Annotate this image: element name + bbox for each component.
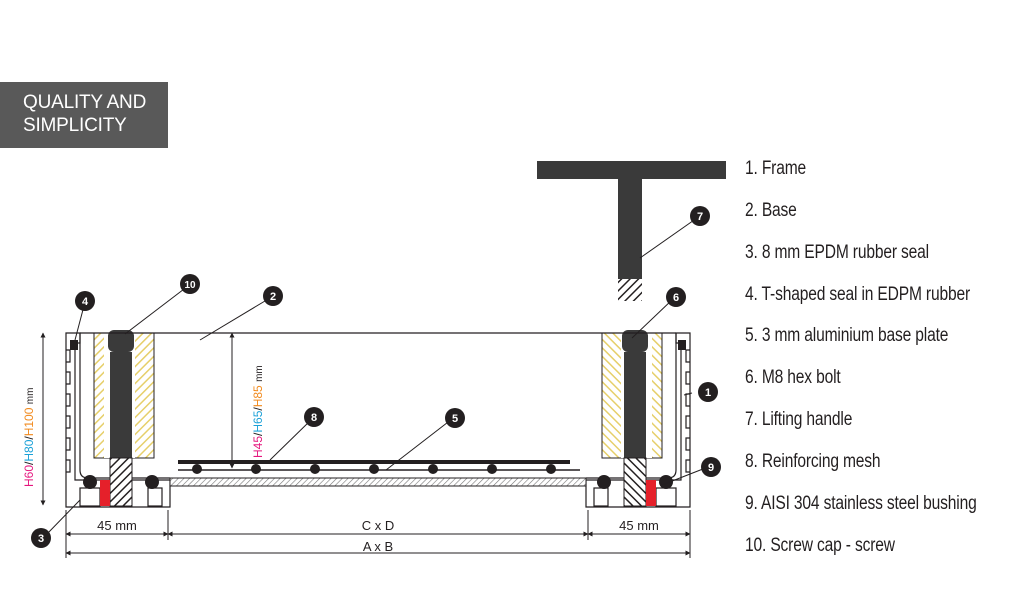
outer-height-h1: H60 bbox=[22, 465, 36, 487]
legend-item-base: 2. Base bbox=[745, 200, 797, 221]
left-hatched-block bbox=[70, 330, 159, 507]
left-width-label: 45 mm bbox=[97, 518, 137, 533]
callout-markers: 1 2 3 4 5 6 7 8 9 10 bbox=[31, 206, 721, 548]
legend-item-base-plate: 5. 3 mm aluminium base plate bbox=[745, 325, 949, 346]
callout-3: 3 bbox=[31, 528, 51, 548]
callout-9: 9 bbox=[701, 457, 721, 477]
legend-item-frame: 1. Frame bbox=[745, 158, 807, 179]
callout-9-label: 9 bbox=[708, 462, 714, 474]
callout-1-label: 1 bbox=[705, 387, 711, 399]
legend-item-t-seal: 4. T-shaped seal in EDPM rubber bbox=[745, 284, 970, 305]
inner-height-h3: H85 bbox=[251, 385, 265, 407]
callout-6: 6 bbox=[666, 287, 686, 307]
outer-height-unit: mm bbox=[25, 388, 36, 405]
lifting-handle bbox=[537, 161, 726, 301]
dimension-labels: 45 mm C x D 45 mm A x B bbox=[97, 518, 659, 554]
callout-3-label: 3 bbox=[38, 533, 44, 545]
banner-title-line-2: SIMPLICITY bbox=[23, 115, 127, 136]
inner-height-h2: H65 bbox=[251, 410, 265, 432]
callout-5: 5 bbox=[445, 408, 465, 428]
inner-size-label: C x D bbox=[362, 518, 395, 533]
inner-height-h1: H45 bbox=[251, 436, 265, 458]
legend-item-epdm-seal: 3. 8 mm EPDM rubber seal bbox=[745, 242, 929, 263]
legend-item-bushing: 9. AISI 304 stainless steel bushing bbox=[745, 493, 977, 514]
outer-height-h2: H80 bbox=[22, 439, 36, 461]
banner-title-line-1: QUALITY AND bbox=[23, 92, 147, 113]
title-banner: QUALITY AND SIMPLICITY bbox=[0, 82, 168, 148]
callout-6-label: 6 bbox=[673, 292, 679, 304]
outer-height-h3: H100 bbox=[22, 407, 36, 436]
callout-2-label: 2 bbox=[270, 291, 276, 303]
callout-10-label: 10 bbox=[184, 280, 196, 291]
callout-7-label: 7 bbox=[697, 211, 703, 223]
inner-height-label: H45/H65/H85 mm bbox=[251, 365, 265, 458]
callout-5-label: 5 bbox=[452, 413, 458, 425]
callout-1: 1 bbox=[698, 382, 718, 402]
base-plate bbox=[169, 460, 587, 487]
callout-8: 8 bbox=[304, 407, 324, 427]
right-frame bbox=[585, 330, 691, 508]
legend-item-reinforcing-mesh: 8. Reinforcing mesh bbox=[745, 451, 881, 472]
outer-height-label: H60/H80/H100 mm bbox=[22, 388, 36, 487]
right-width-label: 45 mm bbox=[619, 518, 659, 533]
legend-item-lifting-handle: 7. Lifting handle bbox=[745, 409, 853, 430]
callout-7: 7 bbox=[690, 206, 710, 226]
dimension-lines bbox=[40, 332, 691, 558]
outer-size-label: A x B bbox=[363, 539, 393, 554]
callout-4: 4 bbox=[75, 291, 95, 311]
callout-8-label: 8 bbox=[311, 412, 317, 424]
inner-height-unit: mm bbox=[254, 365, 265, 382]
cross-section-diagram: 45 mm C x D 45 mm A x B H60/H80/H100 mm … bbox=[22, 161, 726, 558]
legend-item-screw-cap: 10. Screw cap - screw bbox=[745, 535, 895, 556]
reinforcing-mesh bbox=[192, 464, 556, 474]
legend-item-hex-bolt: 6. M8 hex bolt bbox=[745, 367, 841, 388]
callout-10: 10 bbox=[180, 274, 200, 294]
callout-2: 2 bbox=[263, 286, 283, 306]
callout-4-label: 4 bbox=[82, 296, 89, 308]
